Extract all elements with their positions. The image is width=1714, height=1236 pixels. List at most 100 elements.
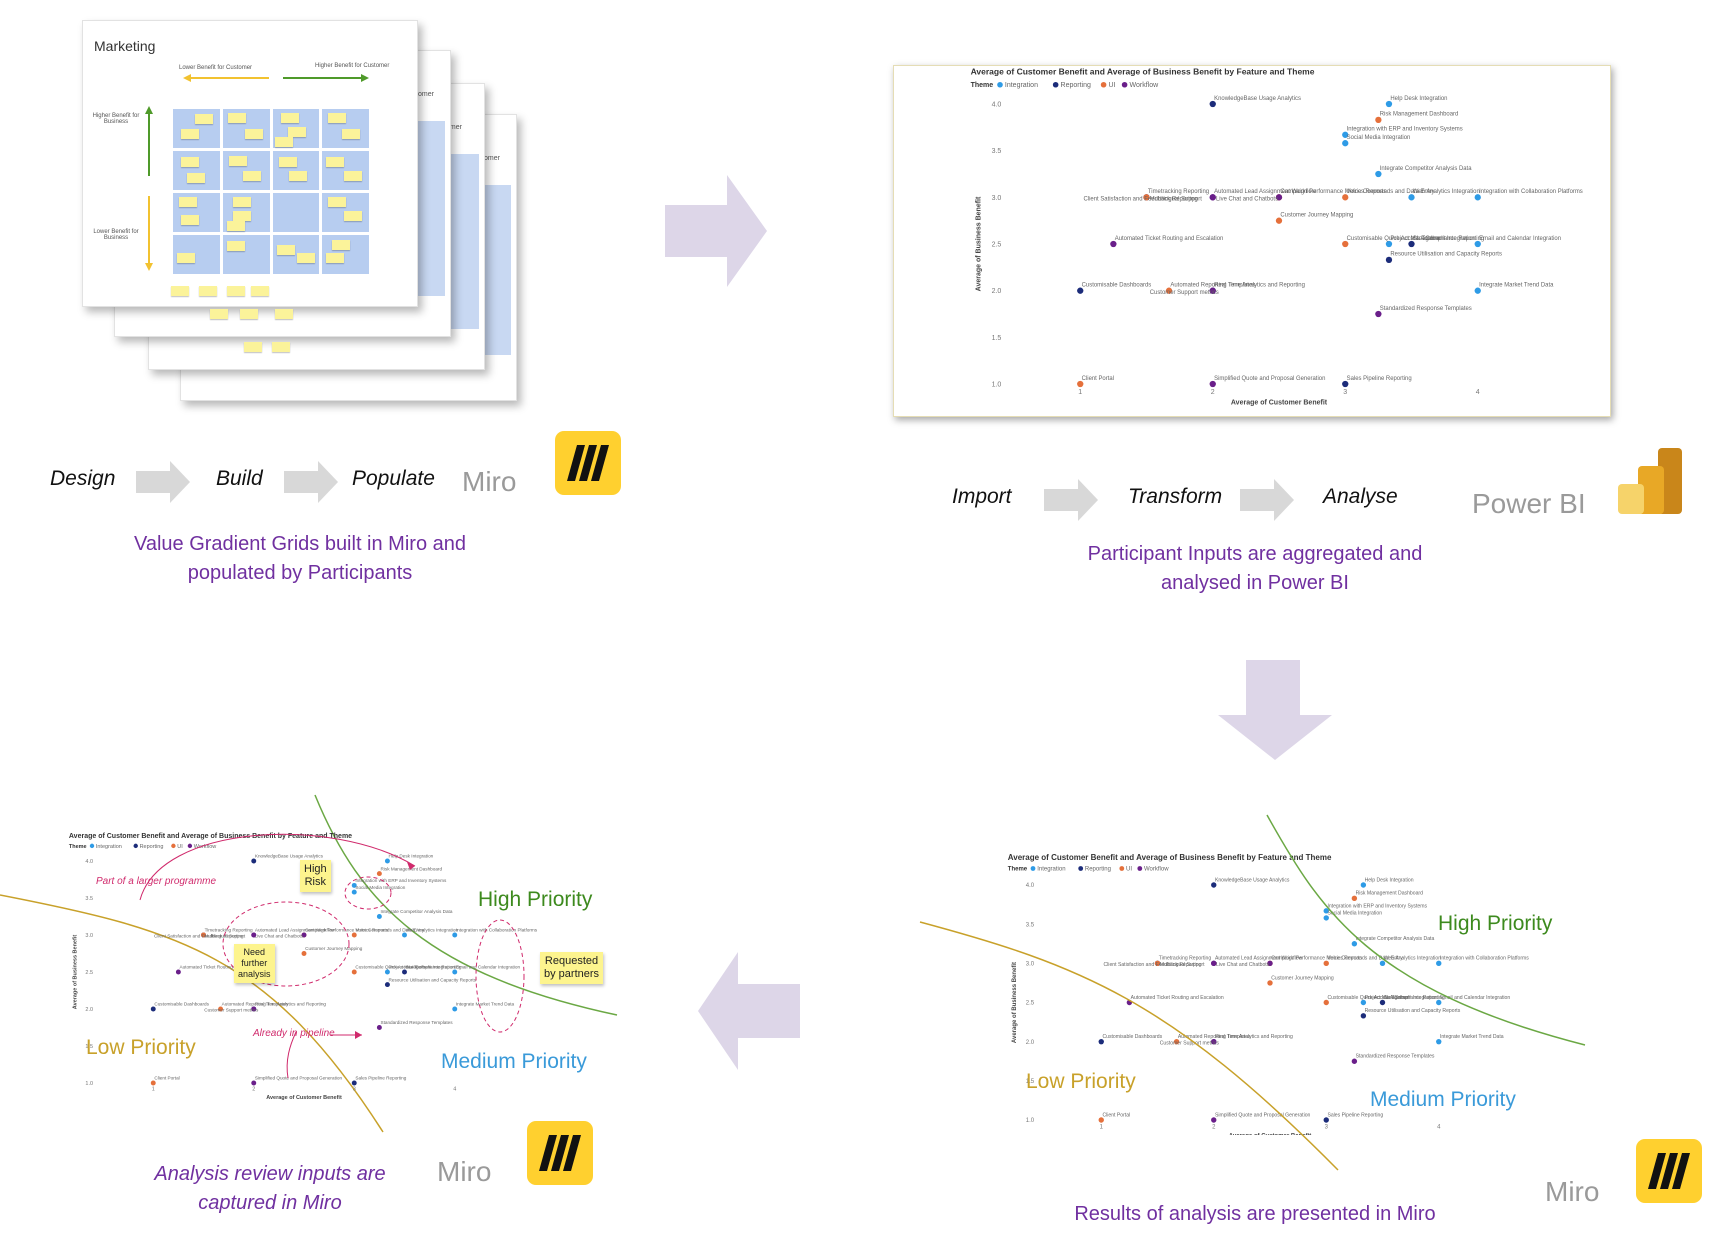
data-point xyxy=(1267,980,1273,986)
y-axis-label: Average of Business Benefit xyxy=(975,196,982,291)
y-tick-label: 1.5 xyxy=(992,335,1002,342)
data-point-label: Project Management Integration xyxy=(1390,236,1475,242)
data-point-label: Customer Journey Mapping xyxy=(1280,212,1353,218)
data-point-label: Customer Journey Mapping xyxy=(305,946,363,951)
data-point-label: Campaign Performance Metrics Reports xyxy=(1280,189,1386,195)
data-point-label: Social Media Integration xyxy=(355,885,405,890)
caption-top-left-line-1: Value Gradient Grids built in Miro and xyxy=(133,533,466,555)
data-point-label: Multilingual Support xyxy=(1150,196,1202,202)
data-point-label: SLA Compliance Reporting xyxy=(1413,236,1484,242)
sticky-note xyxy=(328,113,347,123)
data-point-label: Integration with Collaboration Platforms xyxy=(456,928,538,933)
data-point xyxy=(251,858,257,864)
data-point-label: Voice Commands and Data Entry xyxy=(355,928,425,933)
data-point xyxy=(1077,287,1084,294)
legend-swatch xyxy=(187,843,193,849)
data-point xyxy=(1211,882,1217,888)
data-point-label: Live Chat and Chatbots xyxy=(1216,962,1270,968)
data-point xyxy=(1275,217,1283,224)
data-point-label: Automated Reporting Templates xyxy=(222,1002,289,1007)
data-point xyxy=(1165,287,1173,294)
x-tick-label: 2 xyxy=(1211,389,1215,396)
data-point xyxy=(376,871,382,877)
data-point-label: Client Satisfaction and Feedback Reporti… xyxy=(1104,962,1202,968)
grid-cell xyxy=(173,235,220,274)
sticky-note xyxy=(280,113,299,123)
data-point-label: Integrate Competitor Analysis Data xyxy=(380,909,452,914)
data-point-label: Client Portal xyxy=(1102,1112,1130,1118)
grid-cell xyxy=(222,193,270,232)
miro-logo-icon xyxy=(527,1121,593,1185)
miro-logo-icon xyxy=(1636,1139,1702,1203)
data-point-label: Client Satisfaction and Feedback Reporti… xyxy=(1084,196,1198,202)
data-point-label: Real Time Analytics and Reporting xyxy=(255,1002,327,1007)
grid-cell xyxy=(222,235,270,274)
process-arrow-icon xyxy=(1240,479,1294,521)
data-point-label: Integrate Market Trend Data xyxy=(1479,282,1554,288)
y-tick-label: 2.5 xyxy=(85,970,93,976)
legend-entry: Reporting xyxy=(140,844,164,850)
legend-swatch xyxy=(1030,866,1036,871)
data-point xyxy=(1209,380,1216,388)
data-point xyxy=(251,932,257,938)
data-point-label: SLA Compliance Reporting xyxy=(1384,995,1445,1001)
powerbi-chart-panel: Average of Customer Benefit and Average … xyxy=(893,65,1611,417)
board-axis-arrows xyxy=(145,74,369,271)
sticky-note xyxy=(287,127,306,137)
y-tick-label: 3.5 xyxy=(992,148,1002,155)
sticky-note xyxy=(232,197,251,207)
data-point-label: Social Media Integration xyxy=(1327,910,1382,916)
data-point xyxy=(301,932,307,938)
grid-cell xyxy=(322,193,369,232)
x-tick-label: 2 xyxy=(1212,1124,1216,1130)
flow-arrow-left-icon xyxy=(698,952,800,1070)
data-point xyxy=(1209,100,1216,108)
data-point-label: Timetracking Reporting xyxy=(205,928,253,933)
data-point-label: Simplified Quote and Proposal Generation xyxy=(1215,1112,1311,1118)
data-point xyxy=(1360,1013,1367,1019)
flow-arrow-right-icon xyxy=(665,175,767,287)
unplaced-sticky-note xyxy=(199,286,217,296)
data-point-label: Integrate Competitor Analysis Data xyxy=(1380,166,1472,172)
board-sheet-4-fragment: ustomer xyxy=(474,155,500,162)
sticky-note xyxy=(328,197,347,207)
process-arrow-icon xyxy=(284,461,338,503)
data-point-label: Real Time Analytics and Reporting xyxy=(1215,1034,1293,1040)
legend-swatch xyxy=(1137,866,1143,871)
caption-top-right-line-2: analysed in Power BI xyxy=(1161,572,1349,594)
data-point-label: Email and Calendar Integration xyxy=(456,965,521,970)
unplaced-sticky-note xyxy=(240,309,258,319)
data-point-label: Integration with Collaboration Platforms xyxy=(1479,189,1583,195)
y-tick-label: 3.5 xyxy=(85,896,93,902)
data-point xyxy=(452,1006,458,1012)
data-point-label: Integrate Market Trend Data xyxy=(1440,1034,1504,1040)
sticky-note xyxy=(181,157,199,167)
data-point-label: Sales Pipeline Reporting xyxy=(1347,376,1412,382)
sticky-note xyxy=(227,113,246,123)
data-point-label: Campaign Performance Metrics Reports xyxy=(305,928,389,933)
data-point-label: Campaign Performance Metrics Reports xyxy=(1271,956,1362,962)
grid-cell xyxy=(173,193,220,232)
requested-partners-line-2: by partners xyxy=(544,968,600,980)
data-point xyxy=(1342,194,1349,201)
data-point-label: Automated Reporting Templates xyxy=(1170,282,1255,288)
data-point xyxy=(452,932,458,938)
sticky-note xyxy=(181,129,199,139)
legend-entry: UI xyxy=(1126,867,1132,873)
step-transform: Transform xyxy=(1128,485,1223,508)
step-design: Design xyxy=(50,467,116,490)
board-title: Marketing xyxy=(94,38,156,54)
results-low-priority-label: Low Priority xyxy=(1026,1070,1136,1093)
data-point xyxy=(1436,960,1442,967)
data-point xyxy=(1474,240,1481,248)
data-point-label: Simplified Quote and Proposal Generation xyxy=(255,1076,343,1081)
data-point xyxy=(351,969,357,975)
legend-swatch xyxy=(89,843,95,849)
data-point xyxy=(1342,140,1349,147)
powerbi-logo-icon xyxy=(1618,448,1682,514)
chart-title: Average of Customer Benefit and Average … xyxy=(1008,853,1332,862)
data-point-label: Customisable Dashboards xyxy=(1102,1034,1162,1040)
x-tick-label: 3 xyxy=(353,1087,356,1093)
y-tick-label: 1.5 xyxy=(85,1044,93,1050)
legend-entry: UI xyxy=(1109,82,1116,89)
